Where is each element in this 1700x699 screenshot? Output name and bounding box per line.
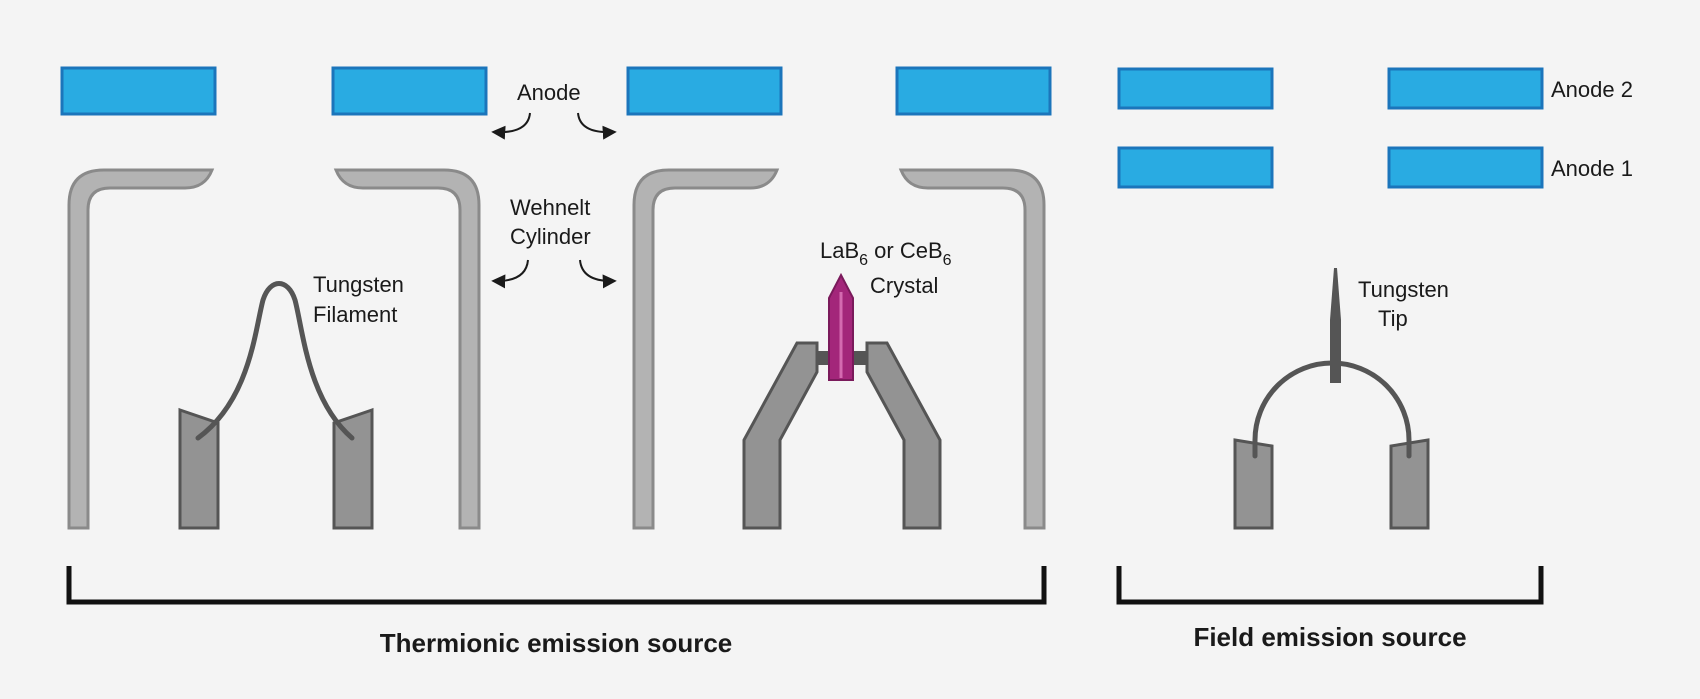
label-crystal-2: Crystal	[870, 273, 938, 298]
filament-post-left	[178, 407, 220, 530]
wehnelt-cylinder-left-2	[632, 168, 780, 530]
label-crystal-1: LaB6 or CeB6	[820, 238, 952, 269]
label-tungsten-tip-1: Tungsten	[1358, 277, 1449, 302]
tungsten-filament-wire	[195, 281, 355, 441]
tip-post-left	[1233, 438, 1274, 530]
tip-post-right	[1389, 438, 1430, 530]
anode1-plate-right	[1387, 146, 1544, 189]
arrow-wehnelt-right	[579, 259, 617, 289]
wehnelt-cylinder-right-2	[898, 168, 1046, 530]
tungsten-filament-gun: Tungsten Filament	[60, 66, 488, 530]
label-anode-1: Anode 1	[1551, 156, 1633, 181]
label-anode-2: Anode 2	[1551, 77, 1633, 102]
caption-field: Field emission source	[1193, 622, 1466, 652]
arrow-anode-left	[491, 112, 531, 140]
anode-plate-left-1	[60, 66, 217, 116]
label-wehnelt: Wehnelt	[510, 195, 590, 220]
anode1-plate-left	[1117, 146, 1274, 189]
label-tungsten-tip-2: Tip	[1378, 306, 1408, 331]
crystal-gun: LaB6 or CeB6 Crystal	[626, 66, 1052, 530]
label-tungsten-filament-1: Tungsten	[313, 272, 404, 297]
bracket-thermionic	[66, 566, 1047, 605]
wehnelt-cylinder-right-1	[333, 168, 481, 530]
anode-plate-right-2	[895, 66, 1052, 116]
anode-plate-right-1	[331, 66, 488, 116]
crystal-support-left	[742, 341, 819, 530]
anode-plate-left-2	[626, 66, 783, 116]
crystal-support-right	[865, 341, 942, 530]
label-tungsten-filament-2: Filament	[313, 302, 397, 327]
anode2-plate-left	[1117, 67, 1274, 110]
tungsten-tip-needle	[1330, 268, 1341, 383]
anode2-plate-right	[1387, 67, 1544, 110]
arrow-anode-right	[577, 112, 617, 140]
label-anode: Anode	[517, 80, 581, 105]
arrow-wehnelt-left	[491, 259, 529, 289]
filament-post-right	[332, 407, 374, 530]
caption-thermionic: Thermionic emission source	[380, 628, 733, 658]
wehnelt-cylinder-left-1	[67, 168, 215, 530]
bracket-field	[1116, 566, 1544, 605]
field-emission-gun: Anode 2 Anode 1 Tungsten Tip	[1117, 67, 1633, 530]
label-cylinder: Cylinder	[510, 224, 591, 249]
shared-labels: Anode Wehnelt Cylinder	[491, 80, 617, 289]
